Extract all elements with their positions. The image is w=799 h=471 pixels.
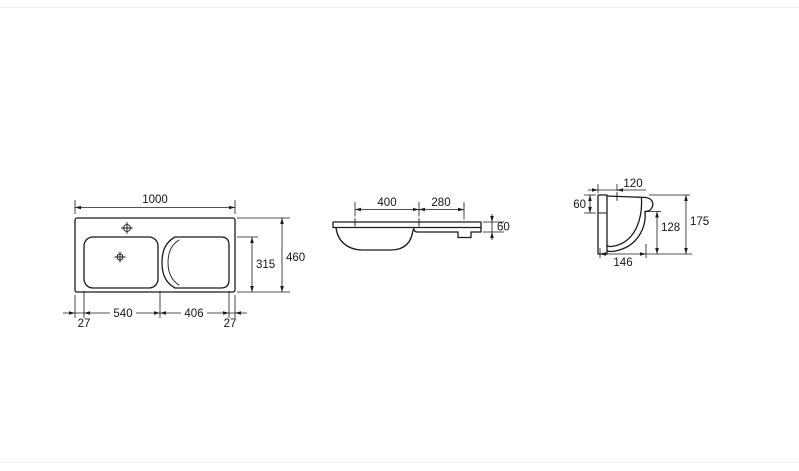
front-view: 400 280 60	[332, 197, 510, 251]
dim-arrow	[280, 218, 284, 224]
dim-label-overall-depth: 460	[286, 252, 305, 264]
side-front-rim	[644, 196, 654, 213]
bowl-outline	[83, 236, 159, 289]
dim-arrow	[592, 188, 598, 192]
dim-arrow	[84, 311, 90, 315]
dim-taphole-setback: 120	[588, 178, 646, 193]
side-outer-shell	[606, 210, 646, 253]
dim-bowl-floor-depth: 146	[599, 244, 647, 269]
dim-arrow	[588, 207, 592, 213]
dim-arrow	[235, 311, 241, 315]
dim-arrow	[250, 286, 254, 292]
dim-label-left-margin: 27	[78, 318, 91, 330]
dim-arrow	[154, 311, 160, 315]
front-bowl-apron	[335, 226, 414, 251]
dim-arrow	[458, 207, 464, 212]
dim-arrow	[617, 188, 623, 192]
dim-arrow	[280, 286, 284, 292]
dim-lines	[647, 211, 661, 254]
dim-arrow	[229, 205, 235, 210]
dim-label-bowl-width: 540	[113, 308, 132, 320]
dim-arrow	[419, 207, 425, 212]
dim-label-bowl-depth: 128	[661, 222, 680, 234]
dim-label-overall-height: 175	[690, 216, 709, 228]
dim-taphole-spacing: 400 280	[354, 197, 465, 220]
dim-lines	[237, 236, 258, 292]
dim-label-overall-width: 1000	[142, 194, 168, 206]
dim-label-bowl-inner-depth: 315	[256, 259, 275, 271]
drain-symbol	[114, 251, 126, 263]
tap-hole-symbol	[121, 222, 133, 234]
dim-label-ledge-height: 60	[573, 199, 586, 211]
dim-rim-height: 60	[483, 214, 510, 240]
card-edge-top	[0, 7, 799, 8]
dim-arrow	[640, 252, 646, 256]
dim-arrow	[600, 252, 606, 256]
dim-bowl-depth: 128	[647, 211, 680, 254]
dim-arrow	[490, 216, 494, 222]
dim-lines	[354, 202, 465, 220]
dim-overall-depth: 460	[237, 217, 305, 293]
dim-arrow	[684, 248, 688, 254]
dim-arrow	[355, 207, 361, 212]
drainer-curve	[167, 239, 180, 286]
dim-label-right-margin: 27	[224, 318, 237, 330]
dim-label-drainer-width: 406	[184, 308, 203, 320]
dim-label-taphole-spacing: 400	[377, 197, 396, 209]
drainer-outline	[161, 236, 230, 289]
side-view: 120 60 128 175	[573, 178, 709, 269]
dim-lines	[74, 200, 236, 214]
front-rim-outline	[332, 221, 482, 233]
front-tap-ticks	[354, 218, 420, 227]
dim-arrow	[250, 237, 254, 243]
dim-arrow	[69, 311, 75, 315]
front-underside	[413, 227, 482, 239]
dim-bowl-inner-depth: 315	[237, 236, 275, 292]
dim-extension-lines	[74, 291, 236, 318]
dim-arrow	[413, 207, 419, 212]
dim-lines	[237, 217, 290, 293]
dim-arrow	[490, 232, 494, 238]
dim-ledge-height: 60	[573, 194, 596, 214]
side-deck	[606, 195, 647, 199]
side-inner-bowl	[606, 197, 643, 248]
dim-arrow	[655, 211, 659, 218]
dim-label-rim-height: 60	[497, 222, 510, 234]
dim-arrow	[684, 195, 688, 201]
dim-bottom-row: 27 540 406 27	[63, 291, 247, 330]
dim-label-bowl-floor-depth: 146	[613, 257, 632, 269]
basin-outline	[74, 217, 236, 293]
dim-label-right-section: 280	[431, 197, 450, 209]
dim-arrow	[655, 248, 659, 254]
dim-label-taphole-setback: 120	[623, 178, 642, 190]
dim-arrow	[588, 195, 592, 201]
dim-arrow	[75, 205, 81, 210]
drain-cross	[114, 251, 126, 263]
side-back-wall	[597, 194, 608, 255]
dim-arrow	[160, 311, 166, 315]
card-edge-bottom	[0, 462, 799, 463]
plan-view: 1000 460 315	[63, 194, 305, 330]
tap-hole-cross	[121, 222, 133, 234]
dim-arrow	[223, 311, 229, 315]
dim-overall-width: 1000	[74, 194, 236, 214]
dim-lines	[599, 244, 647, 258]
